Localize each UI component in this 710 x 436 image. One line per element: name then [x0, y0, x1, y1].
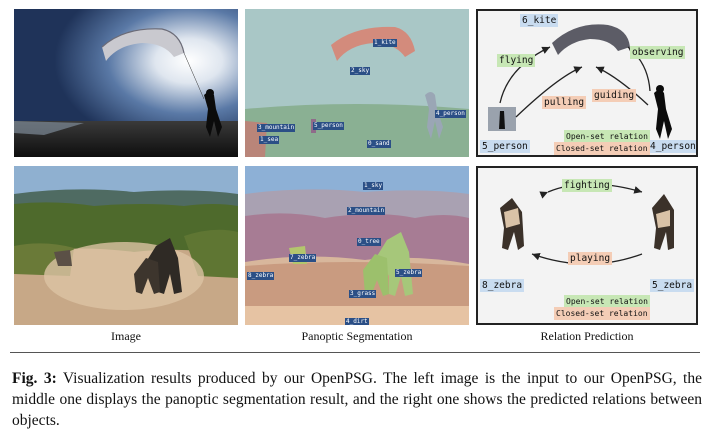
seg-tag-grass: 3_grass: [349, 290, 377, 298]
relation-flying: flying: [497, 54, 536, 67]
relation-graph-kite: 6_kite flying observing pulling guiding …: [476, 9, 698, 157]
node-person-4: 4_person: [648, 140, 696, 153]
column-label-panoptic: Panoptic Segmentation: [301, 329, 413, 343]
legend-open-set: Open-set relation: [564, 295, 650, 308]
caption-prefix: Fig. 3:: [12, 370, 57, 387]
legend-closed-set: Closed-set relation: [554, 142, 650, 155]
node-zebra-8: 8_zebra: [480, 279, 525, 292]
seg-tag-mountain: 3_mountain: [257, 124, 296, 132]
column-label-image: Image: [111, 329, 141, 343]
seg-tag-sand: 0_sand: [367, 140, 391, 148]
seg-tag-sea: 1_sea: [259, 136, 280, 144]
node-person-5: 5_person: [480, 140, 530, 153]
segmentation-kite-beach: 1_kite 2_sky 3_mountain 1_sea 5_person 4…: [245, 9, 469, 157]
node-zebra-5: 5_zebra: [650, 279, 695, 292]
relation-guiding: guiding: [592, 89, 637, 102]
node-kite: 6_kite: [520, 14, 559, 27]
relation-fighting: fighting: [562, 179, 612, 192]
relation-pulling: pulling: [542, 96, 587, 109]
seg-tag-person-5: 5_person: [313, 122, 344, 130]
relation-graph-zebras: fighting playing 8_zebra 5_zebra Open-se…: [476, 166, 698, 325]
figure-caption: Fig. 3: Visualization results produced b…: [12, 368, 702, 431]
image-zebras-savanna: [14, 166, 238, 325]
seg-tag-sky: 1_sky: [363, 182, 384, 190]
column-label-relation: Relation Prediction: [540, 329, 634, 343]
seg-tag-zebra-7: 7_zebra: [289, 254, 317, 262]
seg-tag-dirt: 4_dirt: [345, 318, 369, 325]
seg-tag-zebra-5: 5_zebra: [395, 269, 423, 277]
relation-playing: playing: [568, 252, 613, 265]
seg-tag-tree: 0_tree: [357, 238, 381, 246]
relation-observing: observing: [630, 46, 686, 59]
legend-closed-set: Closed-set relation: [554, 307, 650, 320]
image-kite-beach: [14, 9, 238, 157]
segmentation-zebras: 1_sky 2_mountain 0_tree 7_zebra 8_zebra …: [245, 166, 469, 325]
seg-tag-zebra-8: 8_zebra: [247, 272, 275, 280]
caption-text: Visualization results produced by our Op…: [12, 370, 702, 429]
seg-tag-person-4: 4_person: [435, 110, 466, 118]
seg-tag-kite: 1_kite: [373, 39, 397, 47]
seg-tag-mountain: 2_mountain: [347, 207, 386, 215]
caption-divider: [10, 352, 700, 353]
legend-open-set: Open-set relation: [564, 130, 650, 143]
seg-tag-sky: 2_sky: [350, 67, 371, 75]
